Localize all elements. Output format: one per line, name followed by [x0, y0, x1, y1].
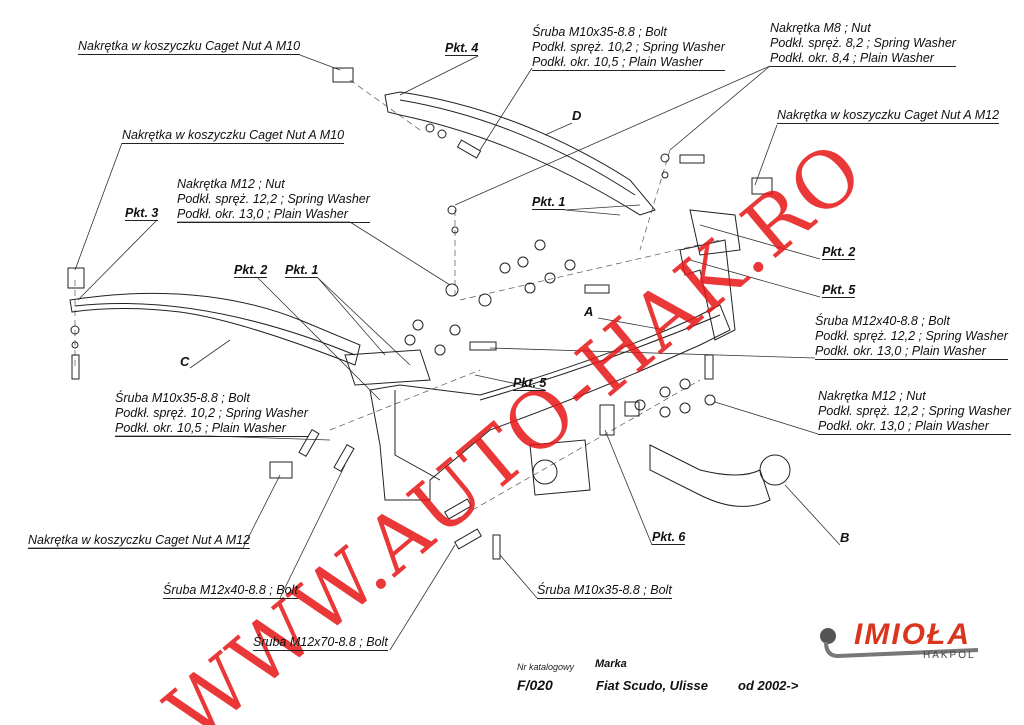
label-line: Nakrętka M12 ; Nut — [177, 177, 285, 191]
brand-value: Fiat Scudo, Ulisse — [596, 678, 708, 693]
caget-nut — [269, 461, 293, 479]
point-4: Pkt. 4 — [445, 41, 479, 56]
label-line: Podkł. okr. 10,5 ; Plain Washer — [532, 55, 725, 71]
caget-nut — [751, 177, 773, 195]
crossbar-a — [369, 304, 731, 501]
towball-logo-icon — [820, 628, 979, 659]
imiola-logo: IMIOŁA HAKPOL — [818, 618, 988, 664]
label-line: Podkł. spręż. 12,2 ; Spring Washer — [818, 404, 1011, 418]
label-bolt-m12x40-right: Śruba M12x40-8.8 ; Bolt Podkł. spręż. 12… — [815, 314, 1008, 360]
label-caget-m12-left: Nakrętka w koszyczku Caget Nut A M12 — [28, 533, 251, 549]
label-bolt-m12x40-bottom: Śruba M12x40-8.8 ; Bolt — [163, 583, 298, 599]
point-2-right: Pkt. 2 — [822, 245, 856, 260]
brand-label: Marka — [595, 658, 627, 670]
point-1-top: Pkt. 1 — [532, 195, 566, 210]
label-caget-m10-top: Nakrętka w koszyczku Caget Nut A M10 — [78, 39, 301, 55]
label-caget-m12-right: Nakrętka w koszyczku Caget Nut A M12 — [777, 108, 1000, 124]
left-side-plate — [344, 349, 431, 386]
part-c-label: C — [180, 354, 190, 369]
bolts-and-washers — [70, 123, 716, 560]
label-line: Podkł. okr. 8,4 ; Plain Washer — [770, 51, 956, 67]
point-1-left: Pkt. 1 — [285, 263, 319, 278]
point-5-mid: Pkt. 5 — [513, 376, 547, 391]
label-bolt-m10x35-bottom: Śruba M10x35-8.8 ; Bolt — [537, 583, 672, 599]
catalog-label: Nr katalogowy — [517, 662, 575, 672]
label-line: Podkł. okr. 10,5 ; Plain Washer — [115, 421, 308, 437]
label-line: Podkł. spręż. 10,2 ; Spring Washer — [115, 406, 308, 420]
label-nut-m12-right: Nakrętka M12 ; Nut Podkł. spręż. 12,2 ; … — [818, 389, 1011, 435]
point-3: Pkt. 3 — [125, 206, 159, 221]
part-b-label: B — [840, 530, 850, 545]
label-nut-m8: Nakrętka M8 ; Nut Podkł. spręż. 8,2 ; Sp… — [770, 21, 956, 67]
label-line: Podkł. okr. 13,0 ; Plain Washer — [818, 419, 1011, 435]
right-side-plate — [679, 239, 736, 341]
logo-sub: HAKPOL — [923, 650, 976, 661]
catalog-number: F/020 — [517, 677, 553, 693]
point-5-right: Pkt. 5 — [822, 283, 856, 298]
socket-plate — [529, 439, 591, 496]
label-line: Podkł. spręż. 10,2 ; Spring Washer — [532, 40, 725, 54]
label-nut-m12-left: Nakrętka M12 ; Nut Podkł. spręż. 12,2 ; … — [177, 177, 370, 223]
label-line: Nakrętka M8 ; Nut — [770, 21, 871, 35]
label-line: Podkł. okr. 13,0 ; Plain Washer — [815, 344, 1008, 360]
label-line: Śruba M10x35-8.8 ; Bolt — [115, 391, 250, 405]
part-a-label: A — [584, 304, 594, 319]
label-line: Śruba M10x35-8.8 ; Bolt — [532, 25, 667, 39]
label-bolt-m10-left: Śruba M10x35-8.8 ; Bolt Podkł. spręż. 10… — [115, 391, 308, 437]
label-line: Podkł. spręż. 12,2 ; Spring Washer — [815, 329, 1008, 343]
tow-ball — [759, 454, 791, 486]
label-line: Śruba M12x40-8.8 ; Bolt — [815, 314, 950, 328]
bracket-d — [384, 91, 656, 216]
label-caget-m10-left: Nakrętka w koszyczku Caget Nut A M10 — [122, 128, 345, 144]
label-line: Nakrętka M12 ; Nut — [818, 389, 926, 403]
label-line: Podkł. okr. 13,0 ; Plain Washer — [177, 207, 370, 223]
point-6: Pkt. 6 — [652, 530, 686, 545]
label-line: Podkł. spręż. 8,2 ; Spring Washer — [770, 36, 956, 50]
alignment-lines — [74, 79, 721, 521]
label-bolt-m10-top: Śruba M10x35-8.8 ; Bolt Podkł. spręż. 10… — [532, 25, 725, 71]
caget-nut — [332, 67, 354, 83]
ball-neck-b — [649, 444, 771, 507]
logo-name: IMIOŁA — [854, 618, 971, 651]
caget-nut — [67, 267, 85, 289]
years-value: od 2002-> — [738, 678, 799, 693]
bracket-c — [69, 292, 361, 366]
label-bolt-m12x70-bottom: Śruba M12x70-8.8 ; Bolt — [253, 635, 388, 651]
label-line: Podkł. spręż. 12,2 ; Spring Washer — [177, 192, 370, 206]
point-2-left: Pkt. 2 — [234, 263, 268, 278]
part-d-label: D — [572, 108, 582, 123]
